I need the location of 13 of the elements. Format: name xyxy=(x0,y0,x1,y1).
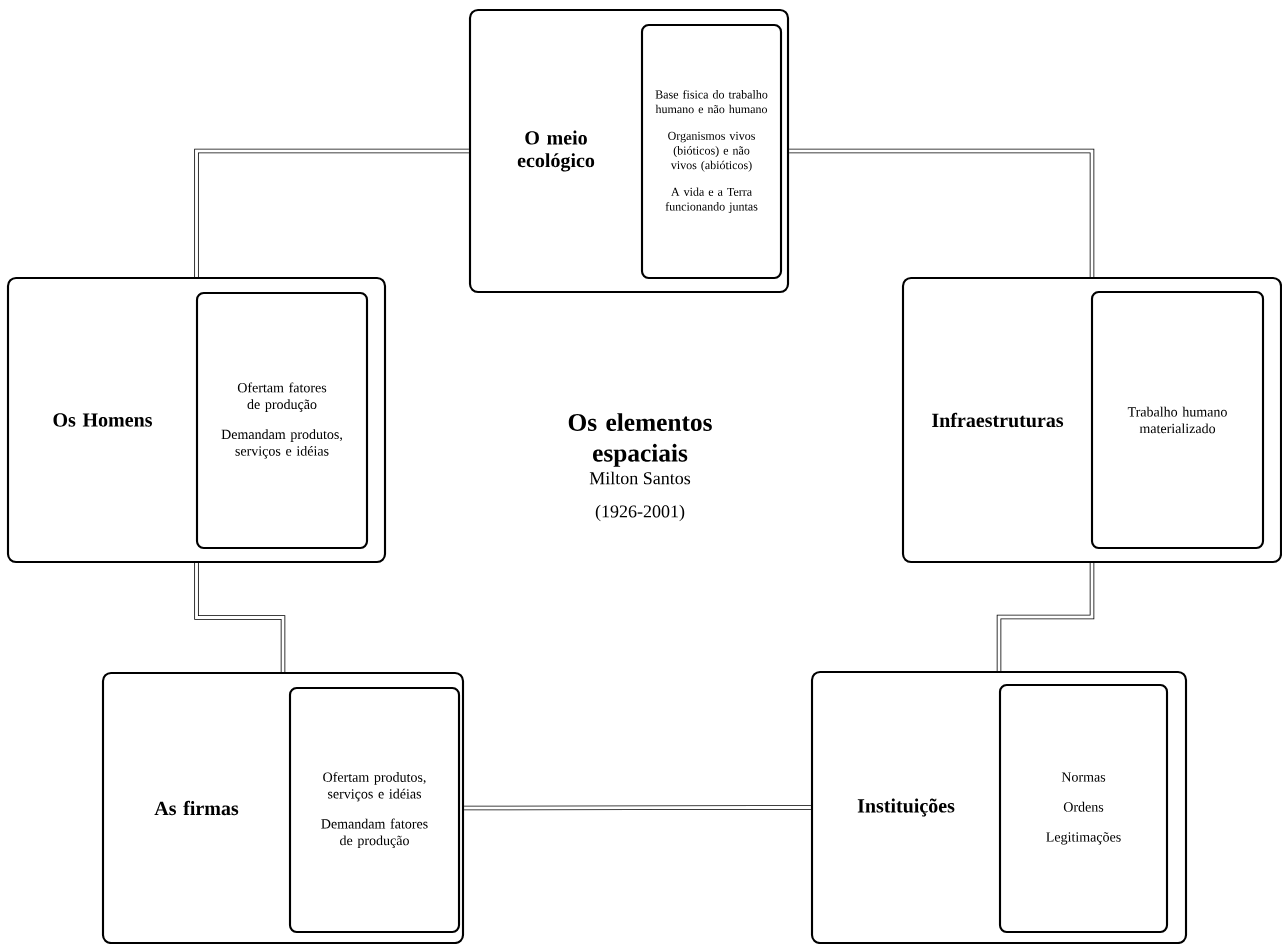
description-box: Ofertam fatores de produção Demandam produtos, serviços e idéias xyxy=(195,291,369,550)
double-connector xyxy=(194,563,286,672)
center-title: Os elementos espaciais xyxy=(568,413,712,467)
double-connector xyxy=(194,148,469,277)
description-box: Ofertam produtos, serviços e idéias Demandam fatores de produção xyxy=(288,686,461,934)
double-connector xyxy=(789,148,1095,277)
author-name: Milton Santos xyxy=(589,471,691,485)
double-connector xyxy=(996,563,1095,671)
description-box: Normas Ordens Legitimações xyxy=(998,683,1169,934)
description-box: Trabalho humano materializado xyxy=(1090,290,1265,550)
double-connector xyxy=(464,805,811,811)
description-box: Base fisica do trabalho humano e não humano Organismos vivos (bióticos) e não vivos (abióticos) A vida e a Terra funcionando juntas xyxy=(640,23,783,280)
date-label: (1926-2001) xyxy=(595,504,685,522)
